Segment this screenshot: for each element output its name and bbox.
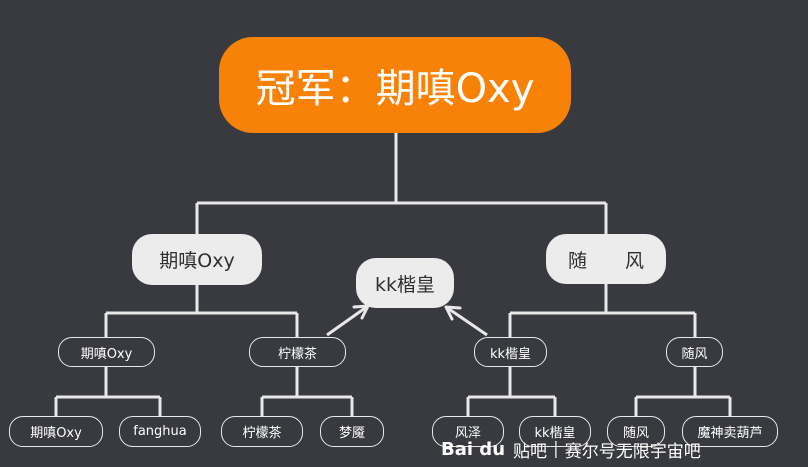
entrant-node: 柠檬茶 (221, 416, 303, 447)
semifinal-node: kk楷皇 (474, 337, 547, 367)
finalist-left-node: 期嗔Oxy (132, 234, 262, 285)
entrant-node: 随风 (607, 416, 665, 447)
baidu-tieba-watermark: Bai du 贴吧 | 赛尔号无限宇宙吧 (441, 436, 701, 462)
entrant-node: 梦魇 (320, 416, 384, 447)
baidu-logo: Bai du (441, 438, 506, 460)
semifinal-node: 随风 (666, 337, 723, 367)
finalist-center-node: kk楷皇 (356, 258, 454, 308)
tieba-brand: 贴吧 (513, 441, 548, 462)
entrant-node: kk楷皇 (519, 416, 591, 447)
semifinal-node: 柠檬茶 (249, 337, 346, 367)
entrant-node: 风泽 (432, 416, 504, 447)
champion-node: 冠军：期嗔Oxy (219, 37, 571, 133)
finalist-right-node: 随 风 (546, 234, 666, 284)
semifinal-node: 期嗔Oxy (58, 337, 155, 367)
watermark-separator: | (553, 439, 559, 459)
entrant-node: fanghua (119, 416, 201, 447)
entrant-node: 魔神卖葫芦 (682, 416, 778, 447)
forum-name: 赛尔号无限宇宙吧 (564, 441, 701, 462)
arrowhead-right (444, 305, 462, 321)
entrant-node: 期嗔Oxy (9, 416, 103, 447)
